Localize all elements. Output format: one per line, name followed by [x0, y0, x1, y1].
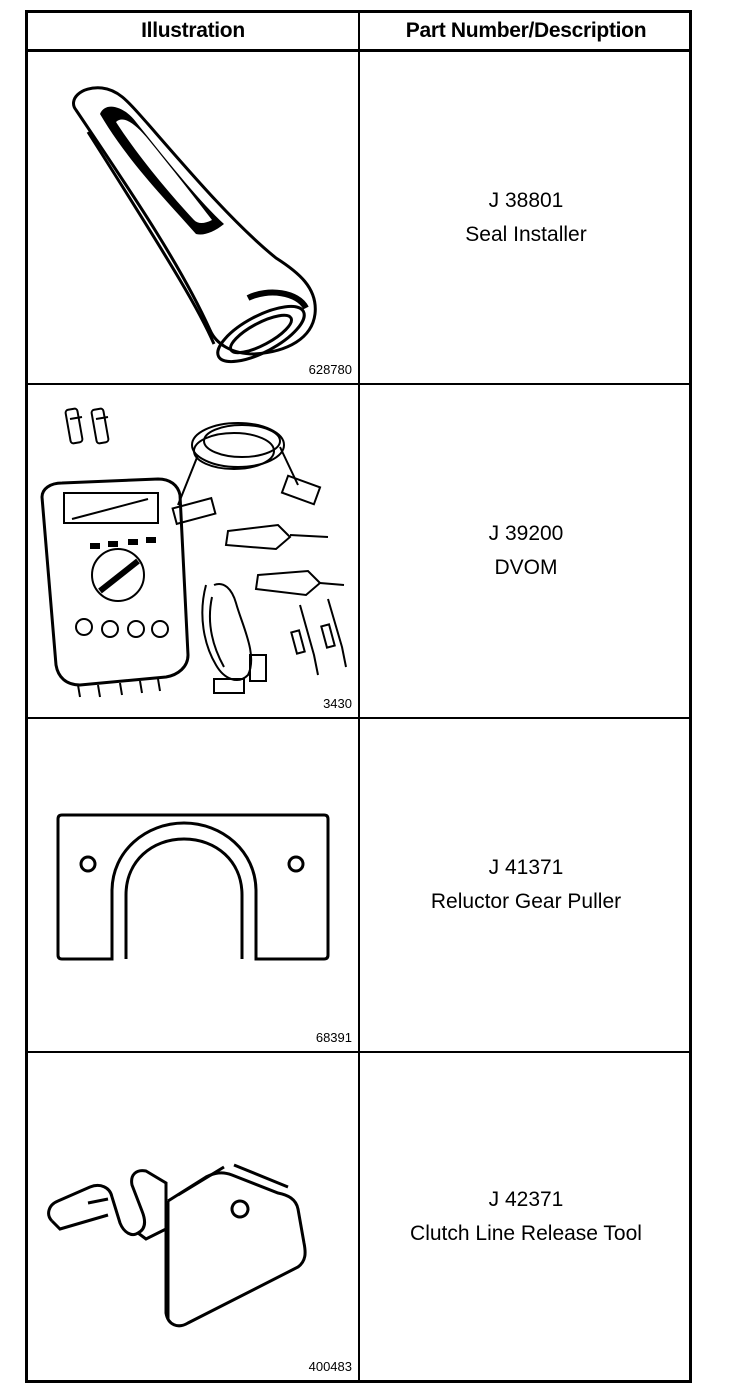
table-row: 400483 J 42371 Clutch Line Release Tool: [28, 1053, 689, 1380]
part-description-cell: J 42371 Clutch Line Release Tool: [360, 1053, 692, 1380]
dvom-icon: [40, 407, 347, 698]
part-description: DVOM: [494, 556, 558, 579]
clutch-line-release-tool-icon: [47, 1163, 307, 1328]
table-row: 68391 J 41371 Reluctor Gear Puller: [28, 719, 689, 1051]
parts-table: Illustration Part Number/Description 628…: [25, 10, 692, 1383]
part-description: Reluctor Gear Puller: [430, 890, 622, 913]
part-number: J 38801: [488, 188, 564, 212]
illustration-ref: 3430: [323, 696, 352, 711]
part-number: J 42371: [488, 1187, 564, 1211]
illustration-ref: 400483: [308, 1359, 352, 1374]
reluctor-gear-puller-icon: [56, 813, 330, 961]
illustration-ref: 68391: [315, 1030, 352, 1045]
part-description-cell: J 39200 DVOM: [360, 385, 692, 717]
illustration-ref: 628780: [308, 362, 352, 377]
part-description-cell: J 38801 Seal Installer: [360, 52, 692, 383]
row-divider: [28, 1051, 689, 1053]
illustration-header: Illustration: [141, 19, 245, 42]
part-description: Seal Installer: [465, 222, 587, 246]
part-description: Clutch Line Release Tool: [410, 1221, 642, 1245]
part-description-cell: J 41371 Reluctor Gear Puller: [360, 719, 692, 1051]
part-number: J 39200: [488, 522, 564, 545]
column-divider: [358, 13, 360, 1380]
row-divider: [28, 717, 689, 719]
table-row: 3430 J 39200 DVOM: [28, 385, 689, 717]
part-number-description-header: Part Number/Description: [405, 19, 647, 42]
seal-installer-icon: [72, 86, 317, 364]
part-number: J 41371: [488, 856, 564, 879]
table-row: 628780 J 38801 Seal Installer: [28, 52, 689, 383]
illustration-cell: 68391: [28, 719, 358, 1051]
row-divider: [28, 383, 689, 385]
illustration-cell: 628780: [28, 52, 358, 383]
illustration-cell: 3430: [28, 385, 358, 717]
illustration-cell: 400483: [28, 1053, 358, 1380]
